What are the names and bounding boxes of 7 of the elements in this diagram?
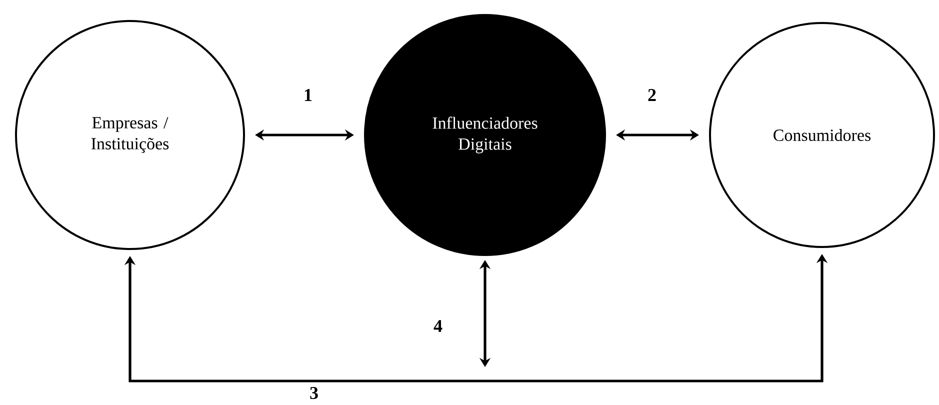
edge-label: 3 bbox=[310, 386, 318, 400]
circle-node: Influenciadores Digitais bbox=[364, 14, 606, 256]
edge-label: 1 bbox=[304, 89, 312, 101]
edge-label: 4 bbox=[434, 320, 442, 332]
circle-node: Consumidores bbox=[709, 22, 935, 248]
edge-label: 2 bbox=[648, 89, 656, 101]
circle-node: Empresas / Instituições bbox=[15, 20, 245, 250]
